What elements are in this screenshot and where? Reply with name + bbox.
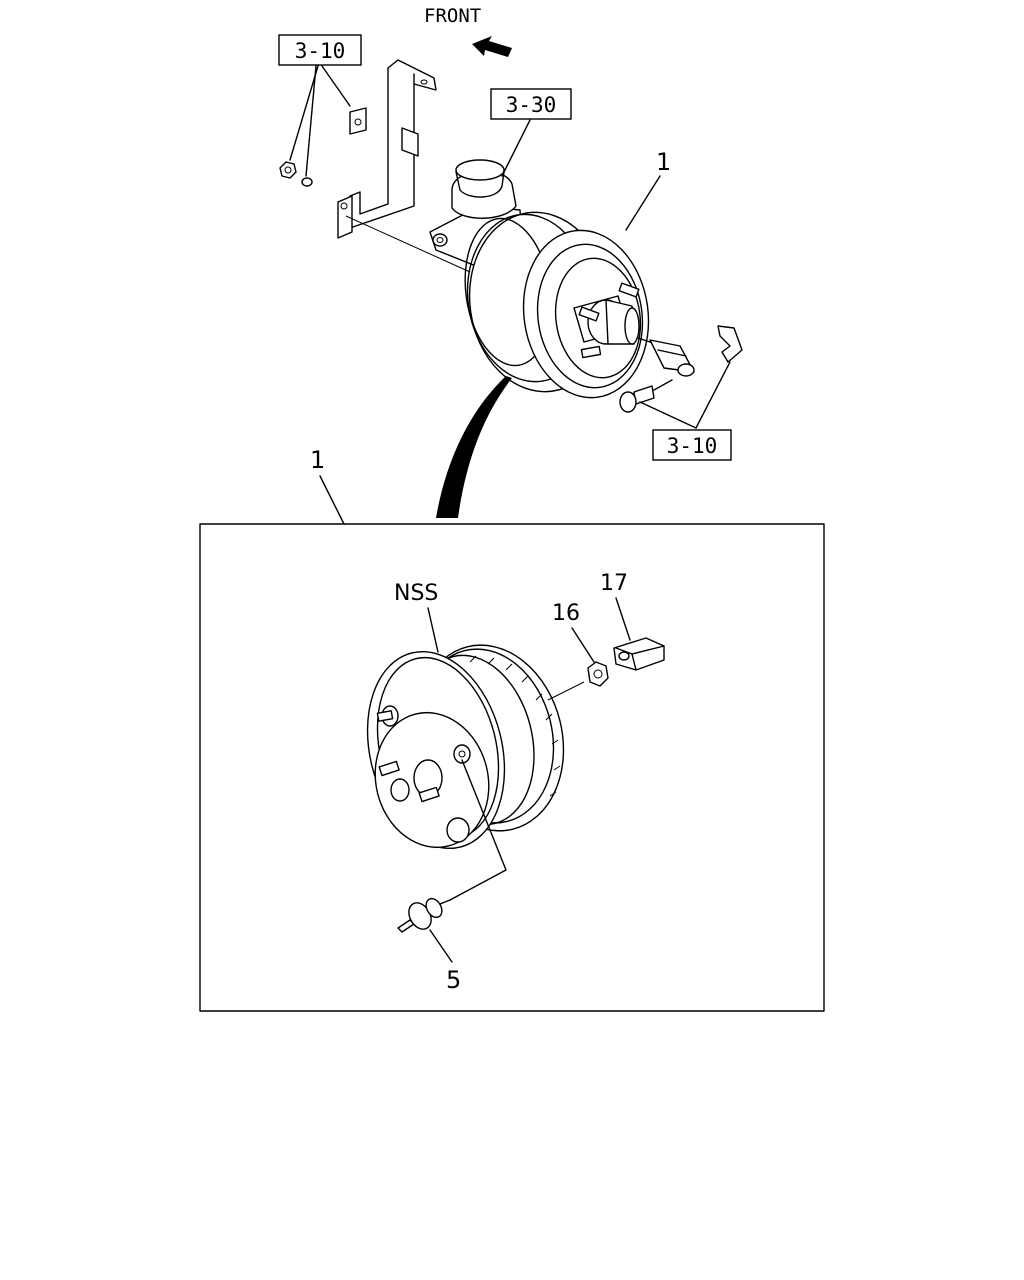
ref-label-master-cylinder: 3-30 [506, 93, 557, 117]
bracket-washer [301, 177, 313, 187]
callout-nut: 16 [552, 601, 580, 626]
front-label: FRONT [424, 5, 481, 27]
front-arrow-icon [472, 36, 512, 57]
ref-label-bracket-fasteners: 3-10 [295, 39, 346, 63]
clevis-lock-pin [717, 325, 743, 363]
push-rod-clevis [649, 339, 695, 377]
detail-frame [199, 523, 825, 1012]
bracket-nut [279, 161, 297, 179]
ref-box-bracket-fasteners[interactable]: 3-10 [278, 34, 362, 66]
mounting-bracket [337, 59, 437, 239]
ref-box-clevis-fasteners[interactable]: 3-10 [652, 429, 732, 461]
detail-pointer-wedge [436, 376, 512, 518]
booster-detail [366, 644, 565, 850]
nut-part-16 [587, 661, 609, 687]
callout-booster-assembly: 1 [656, 148, 671, 176]
clevis-pin-bolt [619, 379, 673, 413]
ref-box-master-cylinder[interactable]: 3-30 [490, 88, 572, 120]
callout-clevis: 17 [600, 571, 628, 596]
callout-booster-detail: 1 [310, 446, 325, 474]
brake-booster [464, 211, 657, 399]
clevis-part-17 [613, 637, 665, 671]
callout-nss: NSS [394, 581, 438, 606]
ref-label-clevis-fasteners: 3-10 [667, 434, 718, 458]
callout-check-valve: 5 [446, 966, 461, 994]
check-valve-part-5 [397, 897, 451, 933]
